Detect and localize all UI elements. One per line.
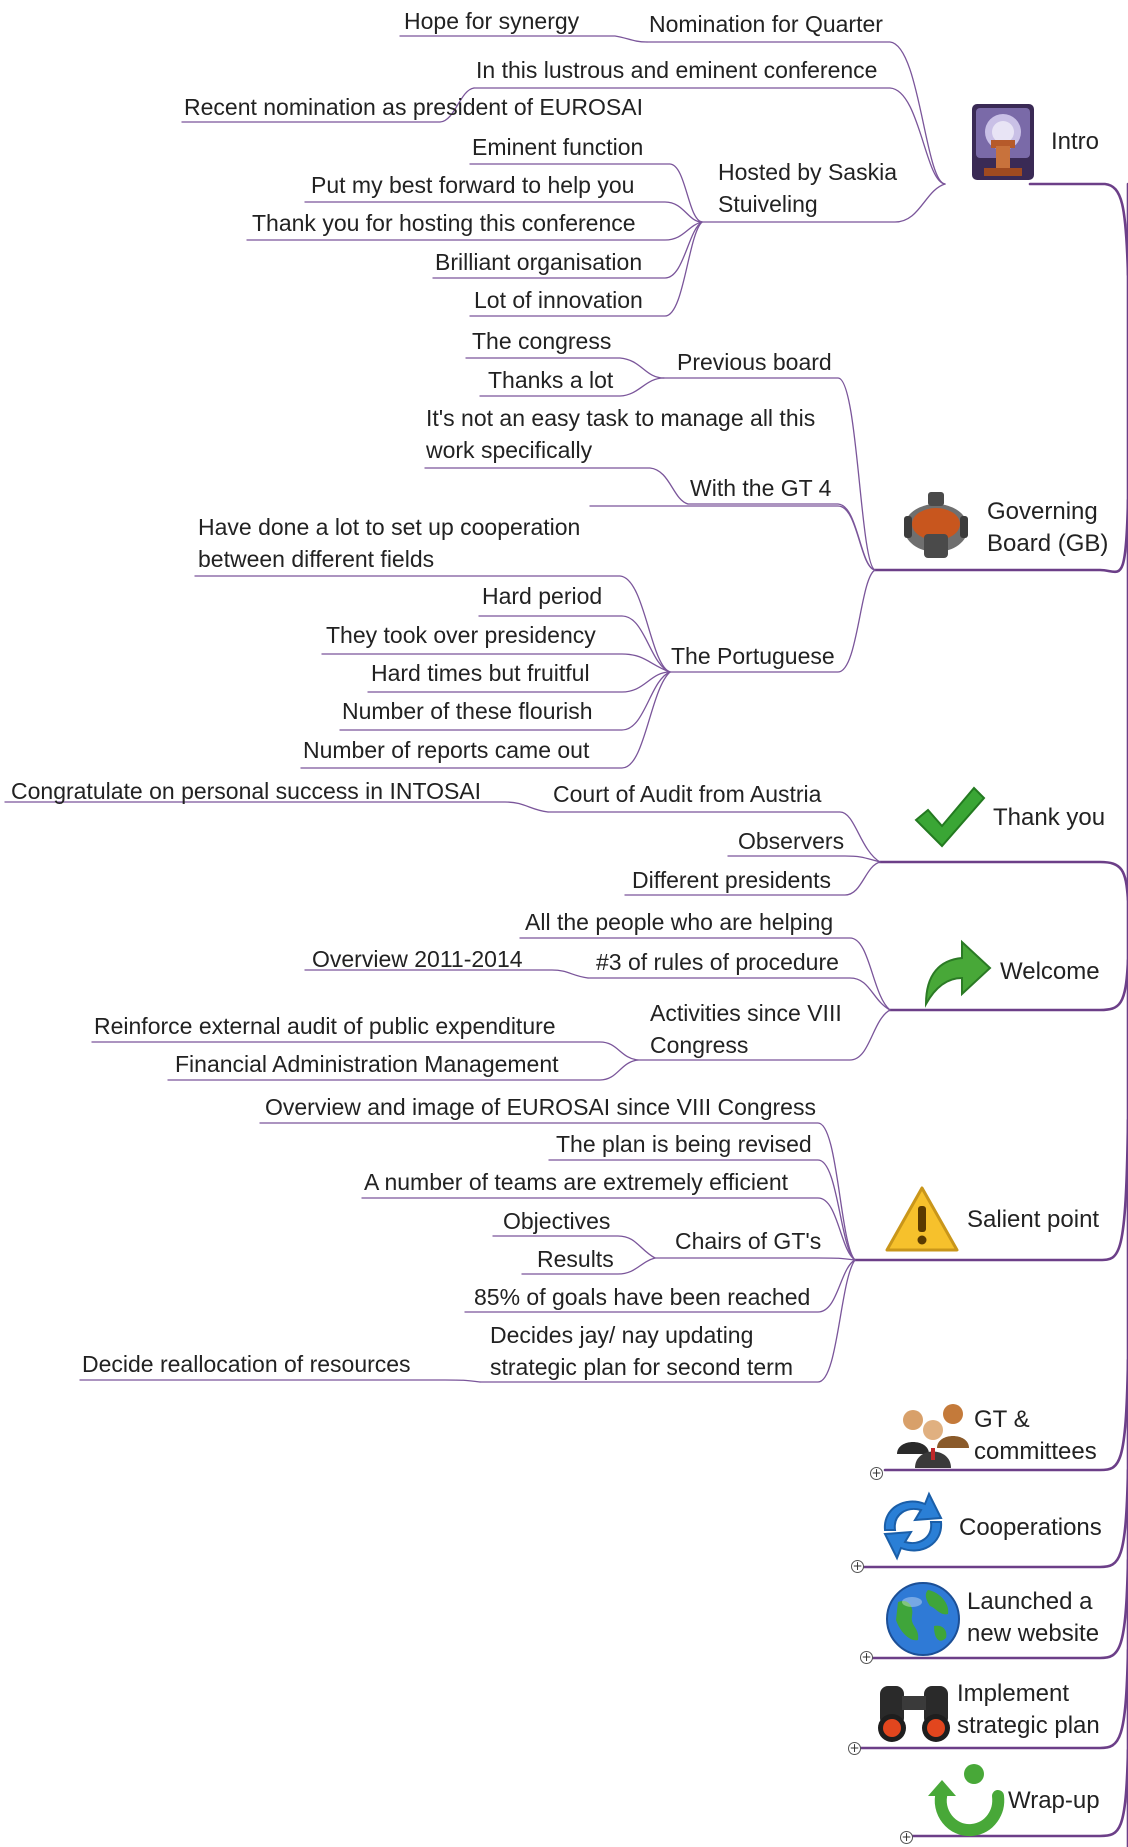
with-gt4-node[interactable]: With the GT 4 — [690, 475, 832, 501]
not-easy-task-node[interactable]: It's not an easy task to manage all this… — [426, 405, 816, 463]
rules-procedure-node[interactable]: #3 of rules of procedure — [596, 949, 839, 975]
the-congress-node[interactable]: The congress — [472, 328, 612, 354]
thanks-a-lot-node[interactable]: Thanks a lot — [488, 367, 614, 393]
overview-image-node[interactable]: Overview and image of EUROSAI since VIII… — [265, 1094, 816, 1120]
recent-nomination-node[interactable]: Recent nomination as president of EUROSA… — [184, 94, 643, 120]
court-austria-node[interactable]: Court of Audit from Austria — [553, 781, 822, 807]
intro-topic-label[interactable]: Intro — [1051, 128, 1100, 155]
people-group-icon — [897, 1404, 969, 1468]
activities-since-node[interactable]: Activities since VIII Congress — [650, 1000, 842, 1058]
put-best-forward-node[interactable]: Put my best forward to help you — [311, 172, 635, 198]
salient-point-topic-label[interactable]: Salient point — [967, 1206, 1100, 1233]
took-over-node[interactable]: They took over presidency — [326, 622, 596, 648]
binoculars-icon — [878, 1686, 950, 1742]
observers-node[interactable]: Observers — [738, 828, 845, 854]
thank-you-hosting-node[interactable]: Thank you for hosting this conference — [252, 210, 636, 236]
wrap-up-topic-label[interactable]: Wrap-up — [1008, 1787, 1100, 1814]
green-arrow-icon — [924, 939, 992, 1008]
warning-icon — [885, 1186, 959, 1252]
eminent-function-node[interactable]: Eminent function — [472, 134, 644, 160]
number-flourish-node[interactable]: Number of these flourish — [342, 698, 593, 724]
expand-gt-committees-button[interactable]: + — [870, 1466, 883, 1480]
cooperations-topic-label[interactable]: Cooperations — [959, 1514, 1102, 1541]
lustrous-conference-node[interactable]: In this lustrous and eminent conference — [476, 57, 878, 83]
decides-updating-node[interactable]: Decides jay/ nay updating strategic plan… — [490, 1322, 793, 1380]
main-branches — [853, 182, 1128, 1847]
results-node[interactable]: Results — [537, 1246, 614, 1272]
teams-efficient-node[interactable]: A number of teams are extremely efficien… — [364, 1169, 788, 1195]
expand-cooperations-button[interactable]: + — [851, 1559, 864, 1573]
objectives-node[interactable]: Objectives — [503, 1208, 611, 1234]
hosted-by-node[interactable]: Hosted by Saskia Stuiveling — [718, 159, 897, 217]
all-people-node[interactable]: All the people who are helping — [525, 909, 834, 935]
have-done-lot-node[interactable]: Have done a lot to set up cooperation be… — [198, 514, 581, 572]
hard-period-node[interactable]: Hard period — [482, 583, 603, 609]
sub-branches — [4, 35, 946, 1383]
nomination-for-quarter-node[interactable]: Nomination for Quarter — [649, 11, 883, 37]
governing-board-topic-label[interactable]: Governing Board (GB) — [987, 498, 1109, 557]
the-portuguese-node[interactable]: The Portuguese — [671, 643, 835, 669]
launched-website-topic-label[interactable]: Launched a new website — [967, 1588, 1100, 1647]
podium-icon — [972, 104, 1034, 180]
expand-launched-website-button[interactable]: + — [860, 1650, 873, 1664]
thank-you-topic-label[interactable]: Thank you — [993, 804, 1106, 831]
green-checkmark-icon — [914, 786, 986, 848]
different-presidents-node[interactable]: Different presidents — [632, 867, 832, 893]
lot-of-innovation-node[interactable]: Lot of innovation — [474, 287, 643, 313]
chairs-of-gts-node[interactable]: Chairs of GT's — [675, 1228, 822, 1254]
brilliant-organisation-node[interactable]: Brilliant organisation — [435, 249, 643, 275]
welcome-topic-label[interactable]: Welcome — [1000, 958, 1100, 985]
reallocation-node[interactable]: Decide reallocation of resources — [82, 1351, 411, 1377]
expand-wrap-up-button[interactable]: + — [900, 1830, 913, 1844]
previous-board-node[interactable]: Previous board — [677, 349, 832, 375]
goals-reached-node[interactable]: 85% of goals have been reached — [474, 1284, 811, 1310]
congratulate-node[interactable]: Congratulate on personal success in INTO… — [11, 778, 482, 804]
green-cycle-icon — [928, 1764, 1005, 1837]
hope-for-synergy-node[interactable]: Hope for synergy — [404, 8, 580, 34]
financial-admin-node[interactable]: Financial Administration Management — [175, 1051, 559, 1077]
globe-icon — [886, 1582, 960, 1656]
gt-committees-topic-label[interactable]: GT & committees — [974, 1406, 1097, 1465]
implement-strategic-plan-topic-label[interactable]: Implement strategic plan — [957, 1680, 1100, 1739]
refresh-arrows-icon — [883, 1491, 943, 1561]
reinforce-audit-node[interactable]: Reinforce external audit of public expen… — [94, 1013, 556, 1039]
boardroom-table-icon — [904, 492, 968, 558]
expand-implement-plan-button[interactable]: + — [848, 1741, 861, 1755]
overview-2011-node[interactable]: Overview 2011-2014 — [312, 946, 523, 972]
hard-times-node[interactable]: Hard times but fruitful — [371, 660, 590, 686]
plan-revised-node[interactable]: The plan is being revised — [556, 1131, 812, 1157]
number-reports-node[interactable]: Number of reports came out — [303, 737, 590, 763]
